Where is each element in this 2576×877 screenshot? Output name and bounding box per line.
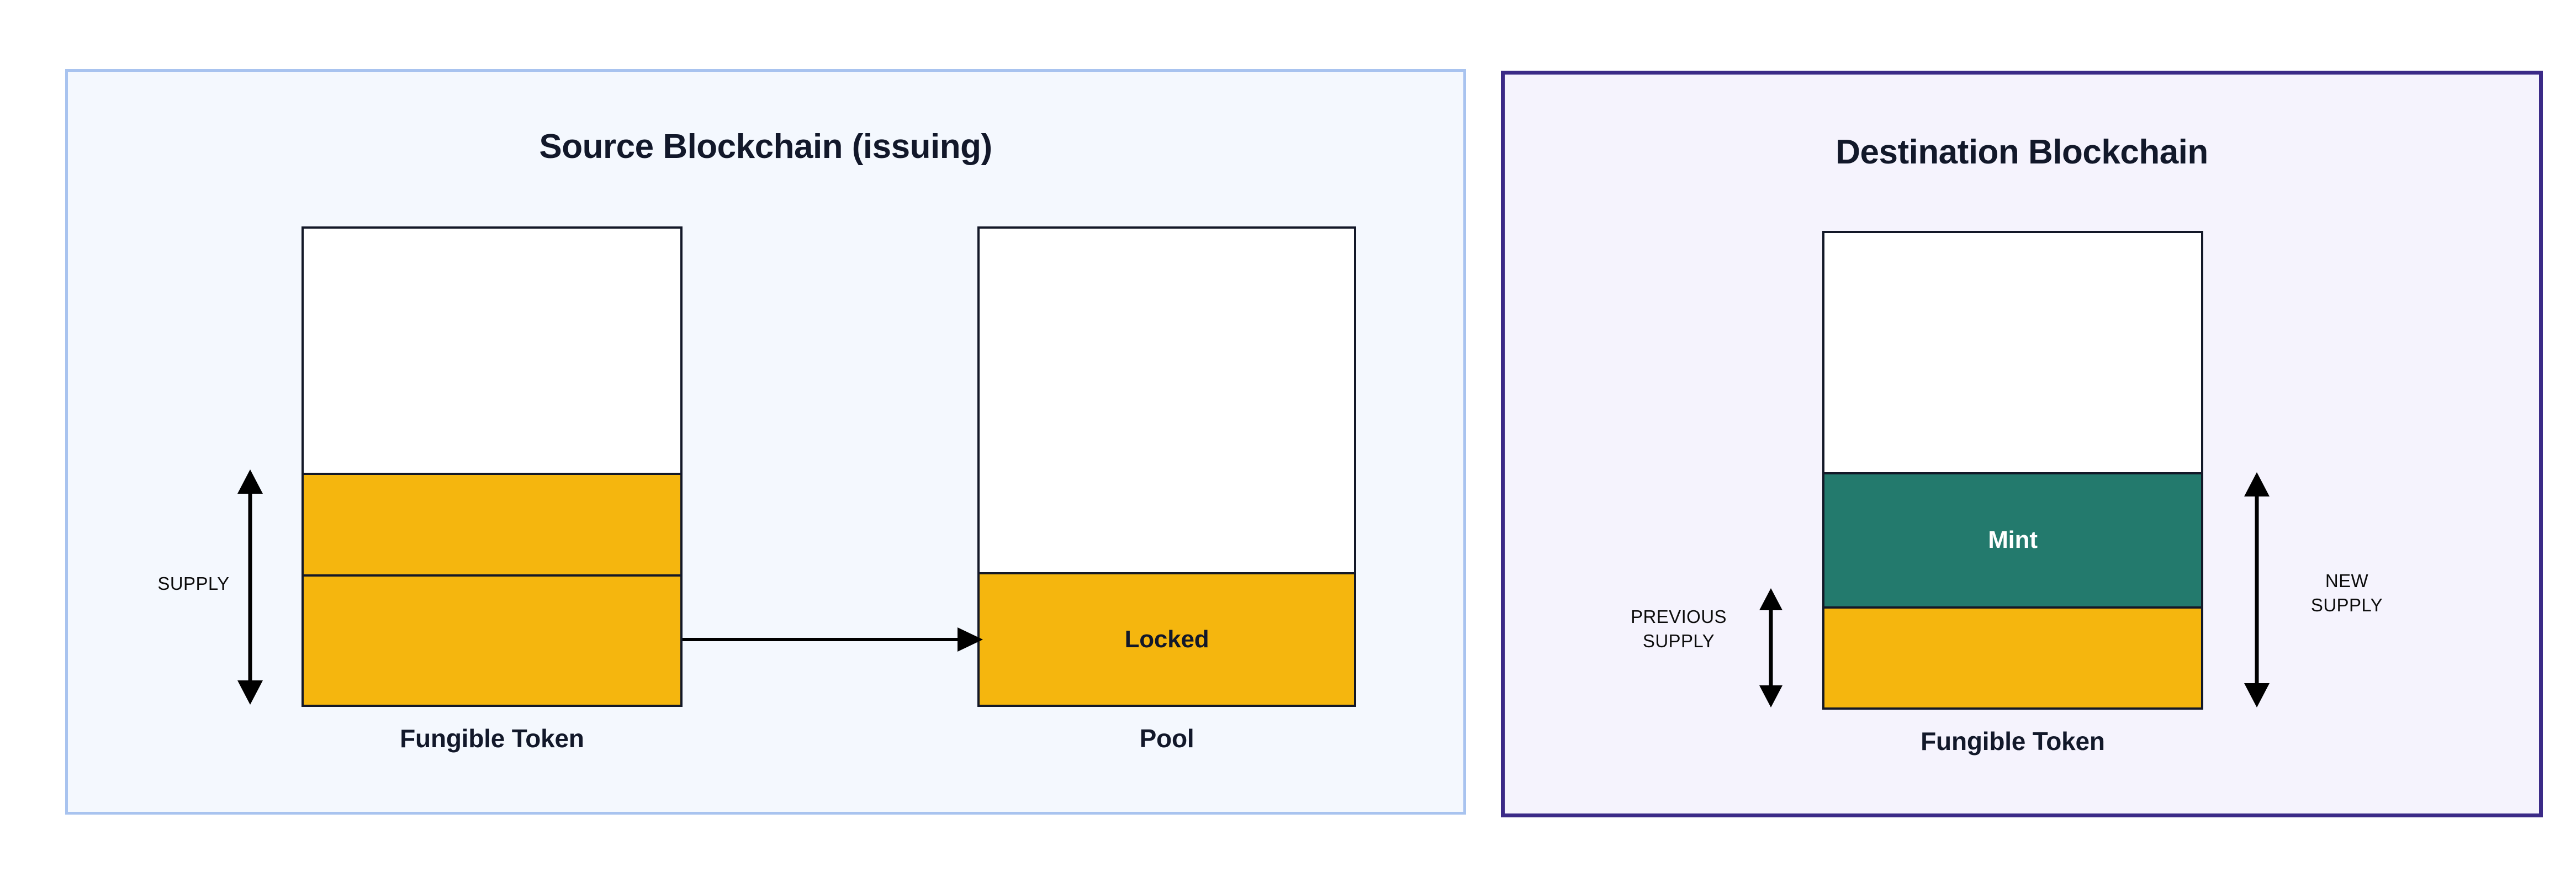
- destination-previous-supply-measure-label: PREVIOUS SUPPLY: [1631, 606, 1727, 651]
- destination-token-segment-previous-supply: [1824, 606, 2201, 707]
- destination-fungible-token-caption: Fungible Token: [1921, 727, 2105, 756]
- destination-token-segment-headroom: [1824, 233, 2201, 472]
- source-fungible-token-box: [301, 226, 683, 707]
- destination-previous-supply-measure-arrow: [1754, 587, 1787, 709]
- destination-blockchain-panel: Destination Blockchain Mint Fungible Tok…: [1501, 71, 2543, 817]
- destination-panel-title: Destination Blockchain: [1836, 133, 2208, 171]
- source-pool-segment-headroom: [980, 229, 1354, 573]
- destination-token-segment-mint: Mint: [1824, 472, 2201, 606]
- source-fungible-token-caption: Fungible Token: [400, 724, 584, 753]
- source-token-segment-retained-supply: [304, 472, 680, 575]
- source-supply-measure-label: SUPPLY: [157, 573, 230, 594]
- destination-new-supply-measure-arrow: [2240, 471, 2273, 709]
- destination-new-supply-measure-label: NEW SUPPLY: [2310, 570, 2383, 615]
- source-pool-caption: Pool: [1139, 724, 1194, 753]
- source-token-segment-transferred-supply: [304, 574, 680, 705]
- destination-token-segment-mint-label: Mint: [1988, 526, 2038, 554]
- source-pool-segment-locked-label: Locked: [1124, 626, 1209, 653]
- source-token-segment-headroom: [304, 229, 680, 473]
- source-blockchain-panel: Source Blockchain (issuing) Fungible Tok…: [65, 69, 1466, 815]
- source-panel-title: Source Blockchain (issuing): [539, 128, 992, 166]
- source-pool-segment-locked: Locked: [980, 572, 1354, 705]
- destination-fungible-token-box: Mint: [1822, 231, 2203, 710]
- source-supply-measure-arrow: [234, 468, 267, 706]
- source-pool-box: Locked: [977, 226, 1356, 707]
- lock-transfer-arrow: [683, 627, 984, 652]
